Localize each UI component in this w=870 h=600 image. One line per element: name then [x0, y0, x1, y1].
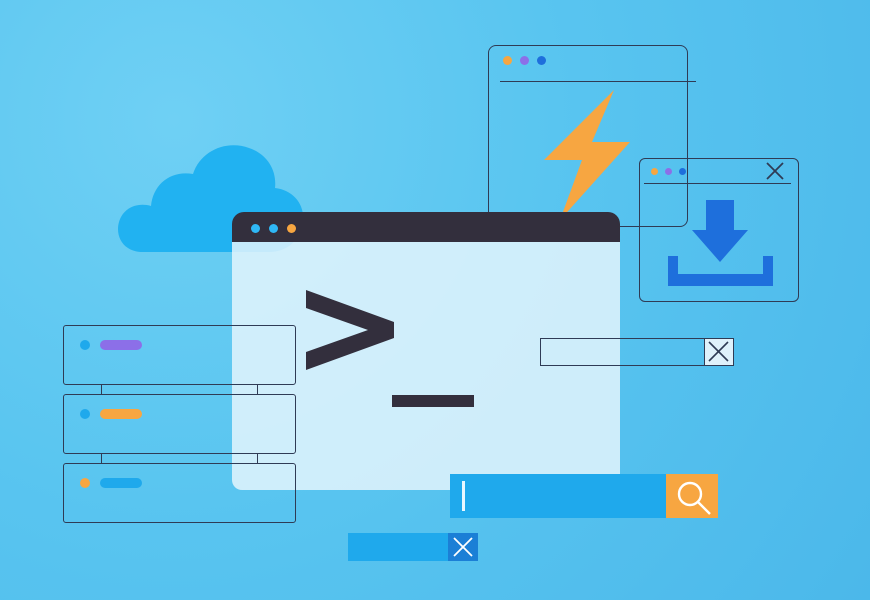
mini-clear-button[interactable]: [448, 533, 478, 561]
window-dot: [665, 168, 672, 175]
search-button[interactable]: [666, 474, 718, 518]
search-input[interactable]: [450, 474, 666, 518]
server-unit: [63, 325, 296, 385]
window-divider: [500, 81, 696, 82]
server-connector: [101, 454, 102, 463]
window-dot: [269, 224, 278, 233]
download-icon: [668, 200, 773, 286]
terminal-titlebar: [232, 212, 620, 242]
terminal-prompt-cursor: [392, 395, 474, 407]
window-dot: [537, 56, 546, 65]
close-icon[interactable]: [764, 160, 786, 182]
server-status-light: [80, 340, 90, 350]
close-icon: [708, 341, 729, 362]
server-unit: [63, 463, 296, 523]
window-dot: [251, 224, 260, 233]
server-connector: [101, 385, 102, 394]
search-icon: [677, 481, 711, 515]
server-connector: [257, 454, 258, 463]
lightning-icon: [544, 90, 630, 220]
server-status-bar: [100, 340, 142, 350]
download-window: [639, 158, 799, 302]
window-dot: [520, 56, 529, 65]
server-status-light: [80, 409, 90, 419]
mini-input[interactable]: [348, 533, 448, 561]
window-dot: [287, 224, 296, 233]
terminal-prompt-chevron: [306, 290, 394, 370]
terminal-window: [232, 222, 620, 490]
text-caret: [462, 481, 465, 511]
close-icon: [453, 537, 473, 557]
server-status-bar: [100, 478, 142, 488]
input-clear-button[interactable]: [704, 338, 734, 366]
server-status-bar: [100, 409, 142, 419]
window-dot: [679, 168, 686, 175]
server-unit: [63, 394, 296, 454]
window-dot: [503, 56, 512, 65]
server-connector: [257, 385, 258, 394]
window-divider: [644, 183, 791, 184]
window-dot: [651, 168, 658, 175]
server-status-light: [80, 478, 90, 488]
